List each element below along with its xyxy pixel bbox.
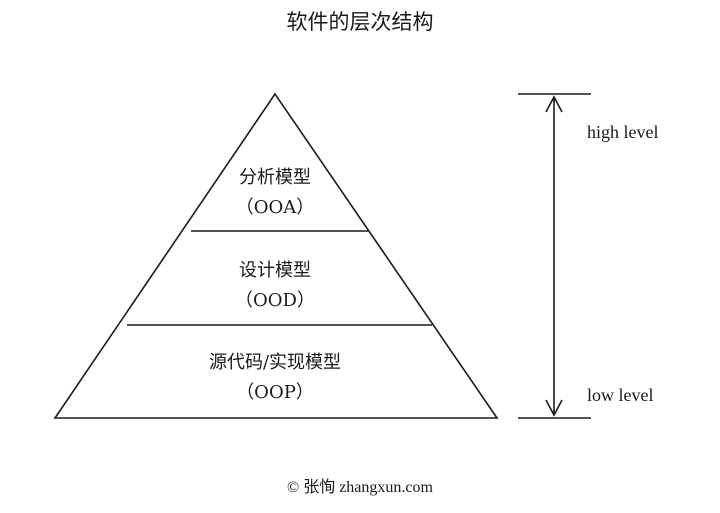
- layer-implementation: 源代码/实现模型 （OOP）: [145, 348, 405, 408]
- copyright-footer: © 张恂 zhangxun.com: [287, 479, 433, 496]
- layer-name: 设计模型: [239, 260, 311, 281]
- high-level-label: high level: [587, 122, 659, 142]
- pyramid-outline: [53, 92, 499, 419]
- layer-design: 设计模型 （OOD）: [175, 256, 375, 316]
- layer-abbr: （OOD）: [235, 290, 315, 311]
- layer-name: 源代码/实现模型: [208, 352, 342, 373]
- arrow-up-icon: [545, 95, 563, 113]
- diagram-title: 软件的层次结构: [286, 10, 434, 34]
- layer-analysis: 分析模型 （OOA）: [175, 163, 375, 223]
- low-level-label: low level: [587, 385, 654, 405]
- layer-abbr: （OOA）: [235, 197, 315, 218]
- layer-name: 分析模型: [239, 167, 311, 188]
- layer-abbr: （OOP）: [236, 382, 314, 403]
- arrow-down-icon: [545, 399, 563, 417]
